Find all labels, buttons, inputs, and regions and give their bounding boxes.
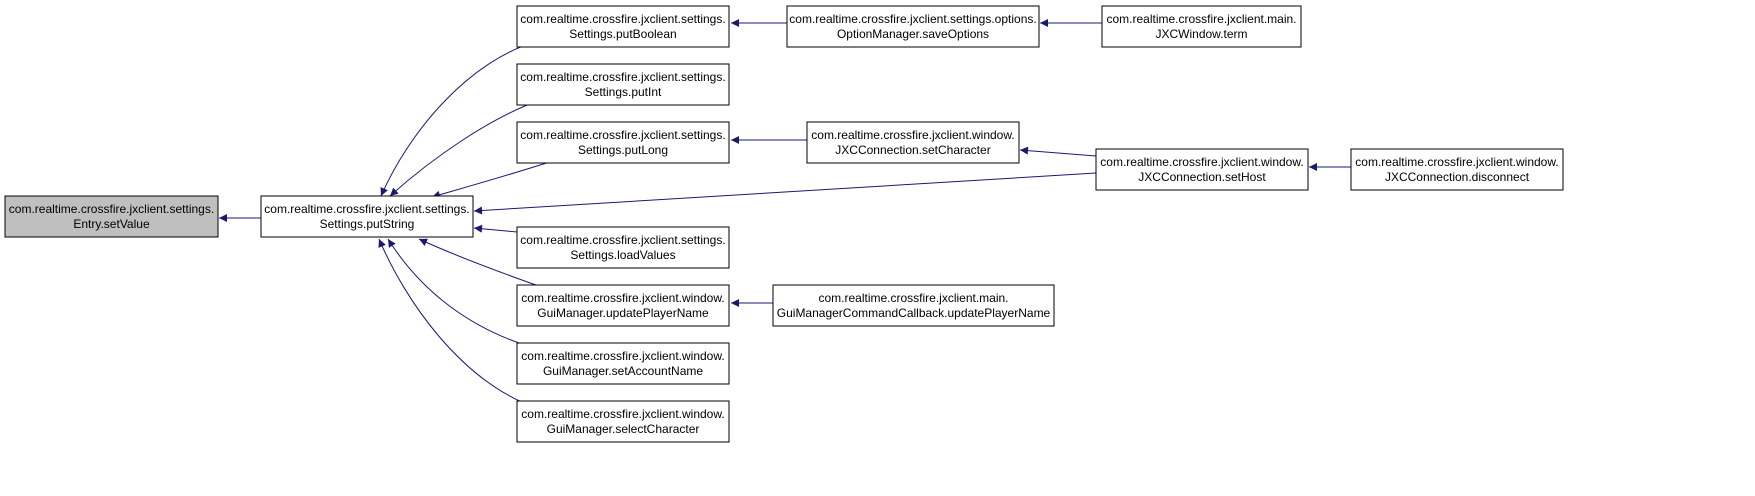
node-label-package: com.realtime.crossfire.jxclient.window. bbox=[811, 128, 1014, 142]
edge-guimanager_selectcharacter-to-settings_putstring bbox=[378, 238, 535, 408]
node-label-method: JXCWindow.term bbox=[1155, 27, 1247, 41]
node-label-method: JXCConnection.setHost bbox=[1138, 170, 1266, 184]
node-box bbox=[516, 284, 730, 327]
edge-jxcconnection_sethost-to-settings_putstring bbox=[473, 172, 1097, 215]
edges-layer bbox=[219, 19, 1351, 408]
node-label-method: GuiManager.selectCharacter bbox=[547, 422, 700, 436]
edge-settings_loadvalues-to-settings_putstring bbox=[473, 224, 518, 233]
node-box bbox=[516, 226, 730, 269]
node-label-package: com.realtime.crossfire.jxclient.window. bbox=[521, 349, 724, 363]
node-box bbox=[260, 195, 474, 238]
node-label-package: com.realtime.crossfire.jxclient.settings… bbox=[520, 233, 725, 247]
node-label-package: com.realtime.crossfire.jxclient.window. bbox=[1355, 155, 1558, 169]
node-entry_setvalue[interactable]: com.realtime.crossfire.jxclient.settings… bbox=[4, 195, 219, 238]
node-settings_putstring[interactable]: com.realtime.crossfire.jxclient.settings… bbox=[260, 195, 474, 238]
node-label-method: Settings.putInt bbox=[585, 85, 662, 99]
node-label-method: GuiManager.setAccountName bbox=[543, 364, 703, 378]
node-jxcwindow_term[interactable]: com.realtime.crossfire.jxclient.main.JXC… bbox=[1101, 5, 1302, 48]
nodes-layer: com.realtime.crossfire.jxclient.settings… bbox=[4, 5, 1564, 443]
node-label-method: JXCConnection.disconnect bbox=[1385, 170, 1530, 184]
node-label-package: com.realtime.crossfire.jxclient.settings… bbox=[520, 12, 725, 26]
node-label-method: GuiManagerCommandCallback.updatePlayerNa… bbox=[777, 306, 1051, 320]
node-guimanagercommandcallback_updateplayername[interactable]: com.realtime.crossfire.jxclient.main.Gui… bbox=[772, 284, 1055, 327]
node-label-method: Entry.setValue bbox=[73, 217, 150, 231]
node-box bbox=[516, 400, 730, 443]
edge-settings_putint-to-settings_putstring bbox=[389, 98, 544, 197]
node-label-method: Settings.putString bbox=[320, 217, 415, 231]
node-box bbox=[516, 63, 730, 106]
node-box bbox=[516, 342, 730, 385]
node-guimanager_updateplayername[interactable]: com.realtime.crossfire.jxclient.window.G… bbox=[516, 284, 730, 327]
edge-guimanager_setaccountname-to-settings_putstring bbox=[387, 238, 539, 350]
node-label-package: com.realtime.crossfire.jxclient.window. bbox=[521, 291, 724, 305]
node-box bbox=[806, 121, 1020, 164]
node-label-method: GuiManager.updatePlayerName bbox=[537, 306, 709, 320]
node-label-method: OptionManager.saveOptions bbox=[837, 27, 989, 41]
node-settings_putlong[interactable]: com.realtime.crossfire.jxclient.settings… bbox=[516, 121, 730, 164]
node-label-package: com.realtime.crossfire.jxclient.window. bbox=[521, 407, 724, 421]
node-label-method: Settings.putBoolean bbox=[569, 27, 676, 41]
node-box bbox=[516, 5, 730, 48]
node-jxcconnection_disconnect[interactable]: com.realtime.crossfire.jxclient.window.J… bbox=[1350, 148, 1564, 191]
node-optionmanager_saveoptions[interactable]: com.realtime.crossfire.jxclient.settings… bbox=[786, 5, 1040, 48]
node-jxcconnection_setcharacter[interactable]: com.realtime.crossfire.jxclient.window.J… bbox=[806, 121, 1020, 164]
node-label-package: com.realtime.crossfire.jxclient.settings… bbox=[264, 202, 469, 216]
node-box bbox=[4, 195, 219, 238]
node-guimanager_selectcharacter[interactable]: com.realtime.crossfire.jxclient.window.G… bbox=[516, 400, 730, 443]
node-label-method: JXCConnection.setCharacter bbox=[835, 143, 990, 157]
node-label-package: com.realtime.crossfire.jxclient.main. bbox=[818, 291, 1008, 305]
node-label-package: com.realtime.crossfire.jxclient.main. bbox=[1106, 12, 1296, 26]
node-label-package: com.realtime.crossfire.jxclient.settings… bbox=[9, 202, 214, 216]
edge-jxcconnection_sethost-to-jxcconnection_setcharacter bbox=[1019, 146, 1097, 157]
node-label-package: com.realtime.crossfire.jxclient.settings… bbox=[789, 12, 1036, 26]
node-guimanager_setaccountname[interactable]: com.realtime.crossfire.jxclient.window.G… bbox=[516, 342, 730, 385]
node-box bbox=[1095, 148, 1309, 191]
node-jxcconnection_sethost[interactable]: com.realtime.crossfire.jxclient.window.J… bbox=[1095, 148, 1309, 191]
node-settings_putint[interactable]: com.realtime.crossfire.jxclient.settings… bbox=[516, 63, 730, 106]
node-box bbox=[516, 121, 730, 164]
node-label-package: com.realtime.crossfire.jxclient.settings… bbox=[520, 70, 725, 84]
node-settings_loadvalues[interactable]: com.realtime.crossfire.jxclient.settings… bbox=[516, 226, 730, 269]
edge-settings_putboolean-to-settings_putstring bbox=[380, 40, 539, 197]
node-label-method: Settings.loadValues bbox=[570, 248, 675, 262]
node-box bbox=[1350, 148, 1564, 191]
node-box bbox=[1101, 5, 1302, 48]
node-label-method: Settings.putLong bbox=[578, 143, 668, 157]
node-settings_putboolean[interactable]: com.realtime.crossfire.jxclient.settings… bbox=[516, 5, 730, 48]
node-box bbox=[786, 5, 1040, 48]
node-label-package: com.realtime.crossfire.jxclient.settings… bbox=[520, 128, 725, 142]
node-label-package: com.realtime.crossfire.jxclient.window. bbox=[1100, 155, 1303, 169]
node-box bbox=[772, 284, 1055, 327]
